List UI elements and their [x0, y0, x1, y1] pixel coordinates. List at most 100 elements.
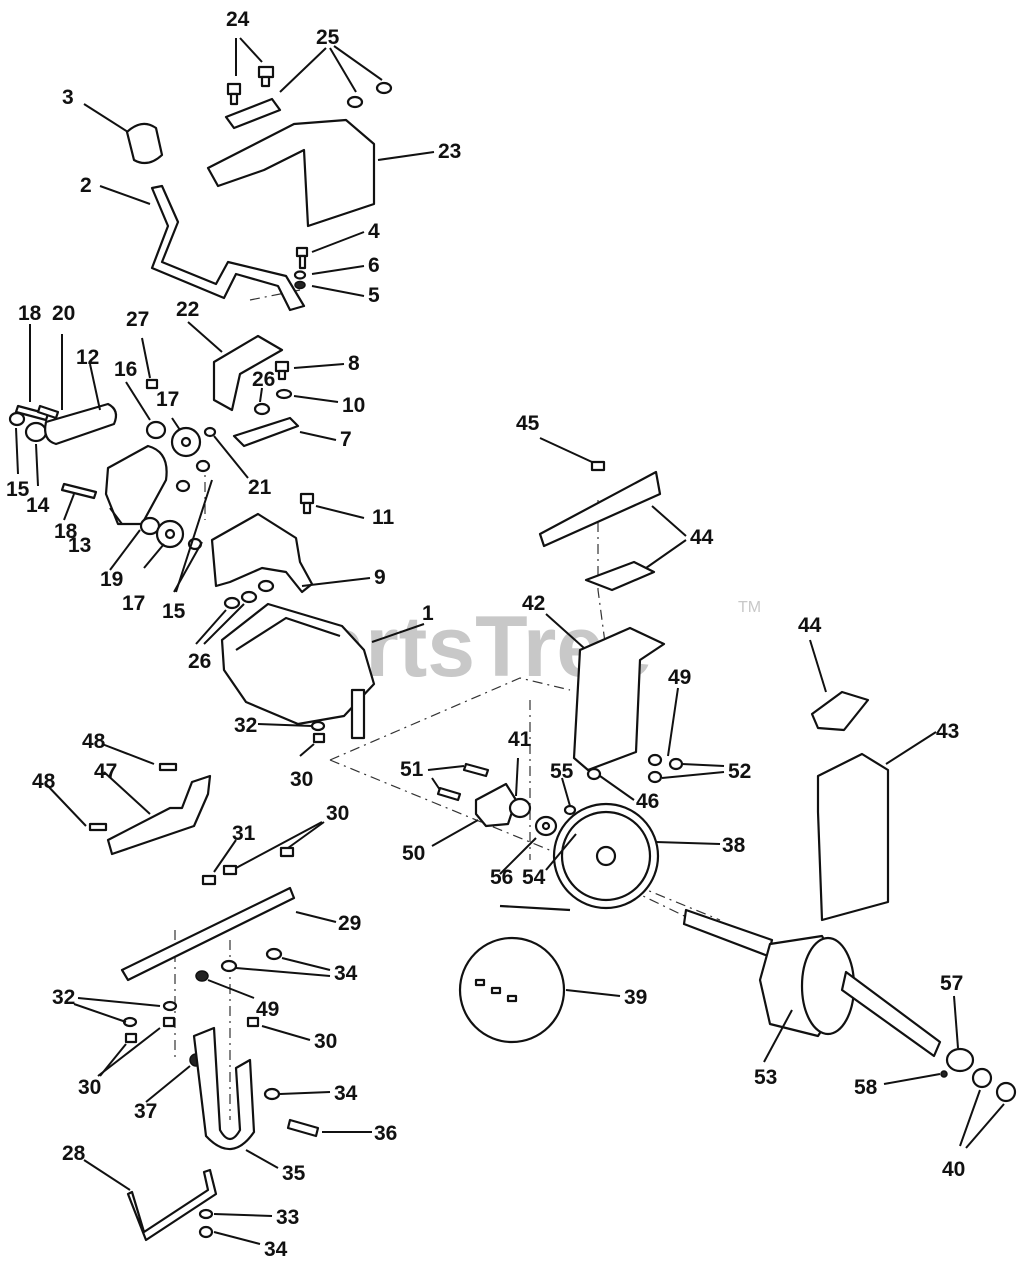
part-28-rod [126, 1168, 218, 1242]
callout-44-right: 44 [798, 614, 822, 637]
part-32-30-lower [122, 1000, 260, 1044]
callout-53: 53 [754, 1066, 777, 1089]
part-27-bolt [145, 378, 159, 390]
callout-32-bottom: 32 [52, 986, 75, 1009]
part-12-link [44, 402, 118, 446]
callout-25: 25 [316, 26, 340, 49]
callout-15-bottom: 15 [162, 600, 186, 623]
part-3-knob [125, 122, 164, 165]
part-17-sprocket-upper [170, 426, 202, 458]
part-57-58-40-washers [940, 1047, 1017, 1103]
callout-34-middle: 34 [334, 1082, 358, 1105]
callout-9: 9 [374, 566, 386, 589]
callout-58: 58 [854, 1076, 878, 1099]
callout-45: 45 [516, 412, 540, 435]
part-32-30-under-gearbox [310, 720, 326, 744]
callout-30-under-gearbox: 30 [290, 768, 313, 791]
callout-20: 20 [52, 302, 75, 325]
part-34-49-nuts [195, 947, 283, 982]
part-24-bolts [226, 65, 275, 106]
callout-7: 7 [340, 428, 352, 451]
callout-42: 42 [522, 592, 545, 615]
part-26-nuts [223, 579, 275, 610]
part-38-sprocket [552, 802, 660, 910]
callout-29: 29 [338, 912, 361, 935]
part-50-bearing-flange [474, 782, 518, 828]
callout-54: 54 [522, 866, 546, 889]
part-18-bolts [14, 404, 98, 500]
callout-23: 23 [438, 140, 461, 163]
callout-48-top: 48 [82, 730, 106, 753]
callout-32-top: 32 [234, 714, 257, 737]
callout-1: 1 [422, 602, 434, 625]
callout-5: 5 [368, 284, 380, 307]
callout-51: 51 [400, 758, 424, 781]
callout-17-bottom: 17 [122, 592, 145, 615]
part-33-34-bottom [198, 1208, 214, 1239]
part-34-36-hardware [263, 1087, 320, 1138]
callout-numbers: 24 25 3 2 23 4 6 5 22 8 27 18 20 12 16 1… [6, 8, 965, 1261]
part-16-roller [145, 420, 167, 440]
callout-43: 43 [936, 720, 959, 743]
callout-10: 10 [342, 394, 365, 417]
callout-28: 28 [62, 1142, 86, 1165]
part-13-plate [104, 444, 168, 526]
part-1-gearbox [220, 602, 376, 740]
callout-55: 55 [550, 760, 574, 783]
callout-18-bottom: 18 [54, 520, 78, 543]
callout-14: 14 [26, 494, 50, 517]
part-48-bolts [88, 762, 178, 832]
callout-11: 11 [372, 506, 395, 529]
callout-22: 22 [176, 298, 199, 321]
part-25-plate-nuts [224, 81, 393, 130]
part-53-axle-assembly [682, 908, 942, 1058]
callout-17-top: 17 [156, 388, 179, 411]
callout-15-left: 15 [6, 478, 30, 501]
callout-16: 16 [114, 358, 137, 381]
callout-48-bottom: 48 [32, 770, 56, 793]
part-23-shield [206, 118, 376, 228]
part-31-30-bolts [201, 846, 295, 886]
callout-40: 40 [942, 1158, 965, 1181]
callout-21: 21 [248, 476, 272, 499]
callout-50: 50 [402, 842, 425, 865]
part-44-small-plate [810, 690, 870, 732]
part-20-14-15-hardware [8, 404, 60, 443]
callout-52: 52 [728, 760, 751, 783]
part-11-bolt [299, 492, 315, 515]
part-39-chain [458, 904, 571, 1044]
callout-38: 38 [722, 834, 746, 857]
part-2-lever [150, 184, 306, 312]
callout-19: 19 [100, 568, 123, 591]
part-22-bracket [212, 334, 284, 412]
callout-30-left: 30 [78, 1076, 101, 1099]
part-9-bracket [210, 512, 314, 594]
part-45-bolt [590, 460, 606, 472]
callout-4: 4 [368, 220, 380, 243]
callout-34-bottom: 34 [264, 1238, 288, 1261]
part-17-sprocket-lower [155, 519, 185, 549]
part-4-5-6-hardware [293, 246, 309, 290]
part-47-bracket [106, 774, 212, 856]
callout-13: 13 [68, 534, 91, 557]
callout-30-right: 30 [314, 1030, 337, 1053]
callout-6: 6 [368, 254, 380, 277]
callout-57: 57 [940, 972, 963, 995]
callout-30-upper: 30 [326, 802, 349, 825]
part-29-bar [120, 886, 296, 982]
callout-12: 12 [76, 346, 99, 369]
part-7-bracket [232, 416, 300, 448]
callout-41: 41 [508, 728, 532, 751]
part-56-washer [534, 815, 558, 837]
callout-49-bottom: 49 [256, 998, 279, 1021]
callout-56: 56 [490, 866, 513, 889]
callout-46: 46 [636, 790, 659, 813]
callout-18-top: 18 [18, 302, 42, 325]
callout-2: 2 [80, 174, 92, 197]
part-42-bracket [572, 626, 666, 772]
callout-26-bottom: 26 [188, 650, 211, 673]
callout-24: 24 [226, 8, 250, 31]
callout-35: 35 [282, 1162, 306, 1185]
callout-33: 33 [276, 1206, 299, 1229]
